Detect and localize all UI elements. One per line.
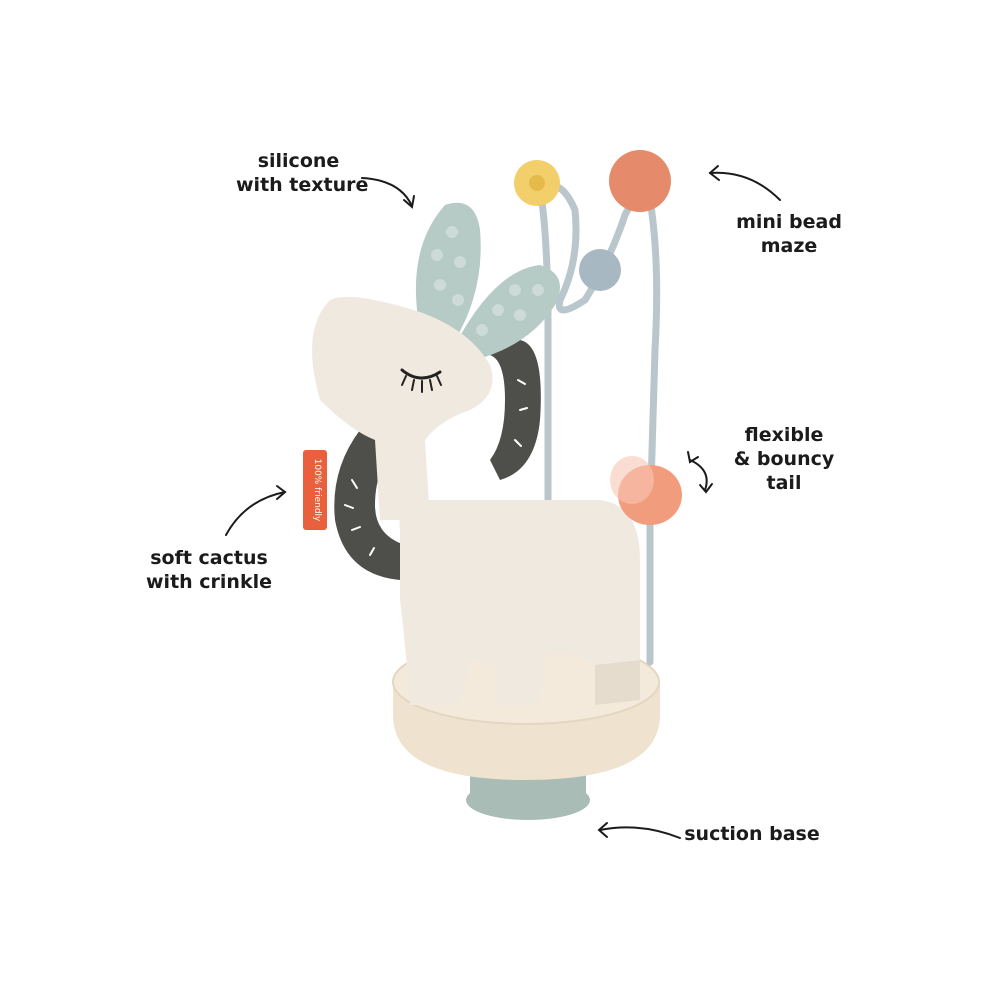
- callout-silicone: silicone with texture: [236, 149, 369, 197]
- donkey-eye: [400, 368, 442, 380]
- cactus-arm: [334, 430, 405, 580]
- callout-tail: flexible & bouncy tail: [728, 423, 840, 495]
- bead-blue: [579, 249, 621, 291]
- callout-bead-maze-line2: maze: [760, 235, 818, 257]
- bead-coral: [609, 150, 671, 212]
- callout-suction-line1: suction base: [684, 823, 820, 845]
- cactus-ring: [490, 340, 541, 480]
- callout-silicone-line2: with texture: [236, 174, 369, 196]
- cactus-stitches: [344, 379, 528, 556]
- donkey-lashes: [401, 375, 442, 393]
- friendly-tag-text: 100% friendly: [312, 459, 322, 522]
- silicone-ear-left: [415, 202, 481, 340]
- callout-tail-line2: & bouncy: [733, 448, 835, 470]
- callout-tail-line3: tail: [766, 472, 802, 494]
- callout-bead-maze-line1: mini bead: [736, 211, 842, 233]
- callout-suction: suction base: [684, 822, 820, 846]
- callout-silicone-line1: silicone: [257, 150, 340, 172]
- bouncy-tail-blur: [610, 456, 654, 504]
- bead-yellow-hole: [529, 175, 545, 191]
- donkey-leg-shadow: [595, 660, 640, 705]
- donkey-body: [399, 500, 640, 705]
- callout-cactus-line1: soft cactus: [150, 547, 268, 569]
- silicone-bumps: [431, 226, 544, 336]
- friendly-tag: [303, 450, 327, 530]
- callout-bead-maze: mini bead maze: [730, 210, 848, 258]
- donkey-head: [312, 296, 493, 520]
- callout-cactus: soft cactus with crinkle: [145, 546, 273, 594]
- callout-tail-line1: flexible: [744, 424, 824, 446]
- callout-cactus-line2: with crinkle: [146, 571, 272, 593]
